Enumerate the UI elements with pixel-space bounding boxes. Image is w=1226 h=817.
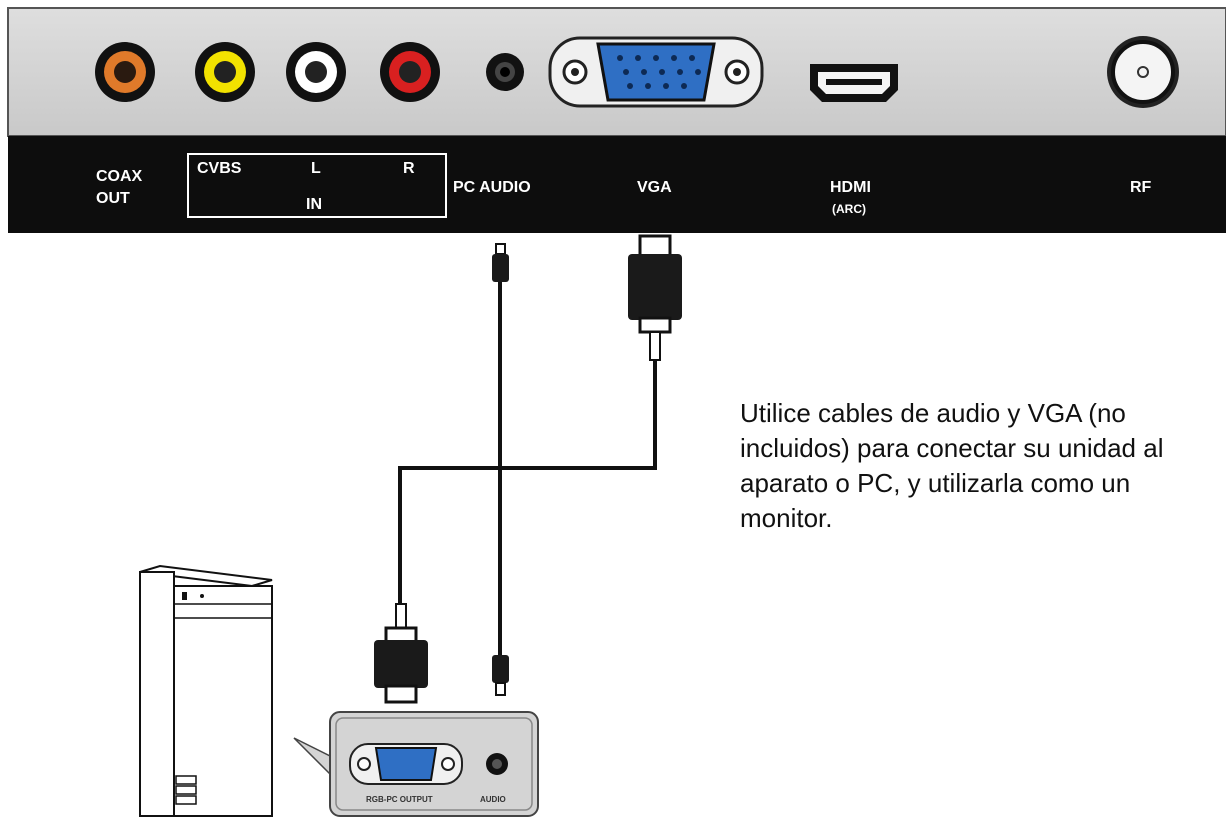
coax-label: COAX — [96, 168, 143, 185]
pc-audio-label: PC AUDIO — [453, 179, 531, 196]
coax-label-out: OUT — [96, 190, 130, 207]
pc-audio-jack-icon — [486, 53, 524, 91]
instruction-text: Utilice cables de audio y VGA (no inclui… — [740, 398, 1164, 533]
hdmi-port-icon — [810, 64, 898, 102]
rf-jack-icon — [1107, 36, 1179, 108]
cvbs-jack-icon — [195, 42, 255, 102]
pc-audio-jack-icon — [486, 753, 508, 775]
audio-right-jack-icon — [380, 42, 440, 102]
vga-label: VGA — [637, 179, 672, 196]
pc-tower-icon — [139, 564, 273, 817]
vga-cable — [374, 234, 682, 704]
audio-left-jack-icon — [286, 42, 346, 102]
rf-label: RF — [1130, 179, 1152, 196]
composite-input-frame — [187, 153, 447, 218]
in-label: IN — [306, 196, 322, 213]
left-label: L — [311, 160, 321, 177]
cvbs-label: CVBS — [197, 160, 242, 177]
right-label: R — [403, 160, 415, 177]
hdmi-arc-label: (ARC) — [832, 202, 866, 216]
coax-out-jack-icon — [95, 42, 155, 102]
tv-back-panel — [7, 7, 1226, 233]
pc-vga-port-icon — [349, 743, 463, 785]
rgb-pc-output-label: RGB-PC OUTPUT — [366, 795, 433, 804]
callout-pointer — [293, 737, 335, 780]
pc-io-panel: RGB-PC OUTPUT AUDIO — [329, 711, 539, 817]
vga-port-icon — [548, 36, 764, 108]
pc-audio-label: AUDIO — [480, 795, 506, 804]
hdmi-label: HDMI — [830, 179, 871, 196]
